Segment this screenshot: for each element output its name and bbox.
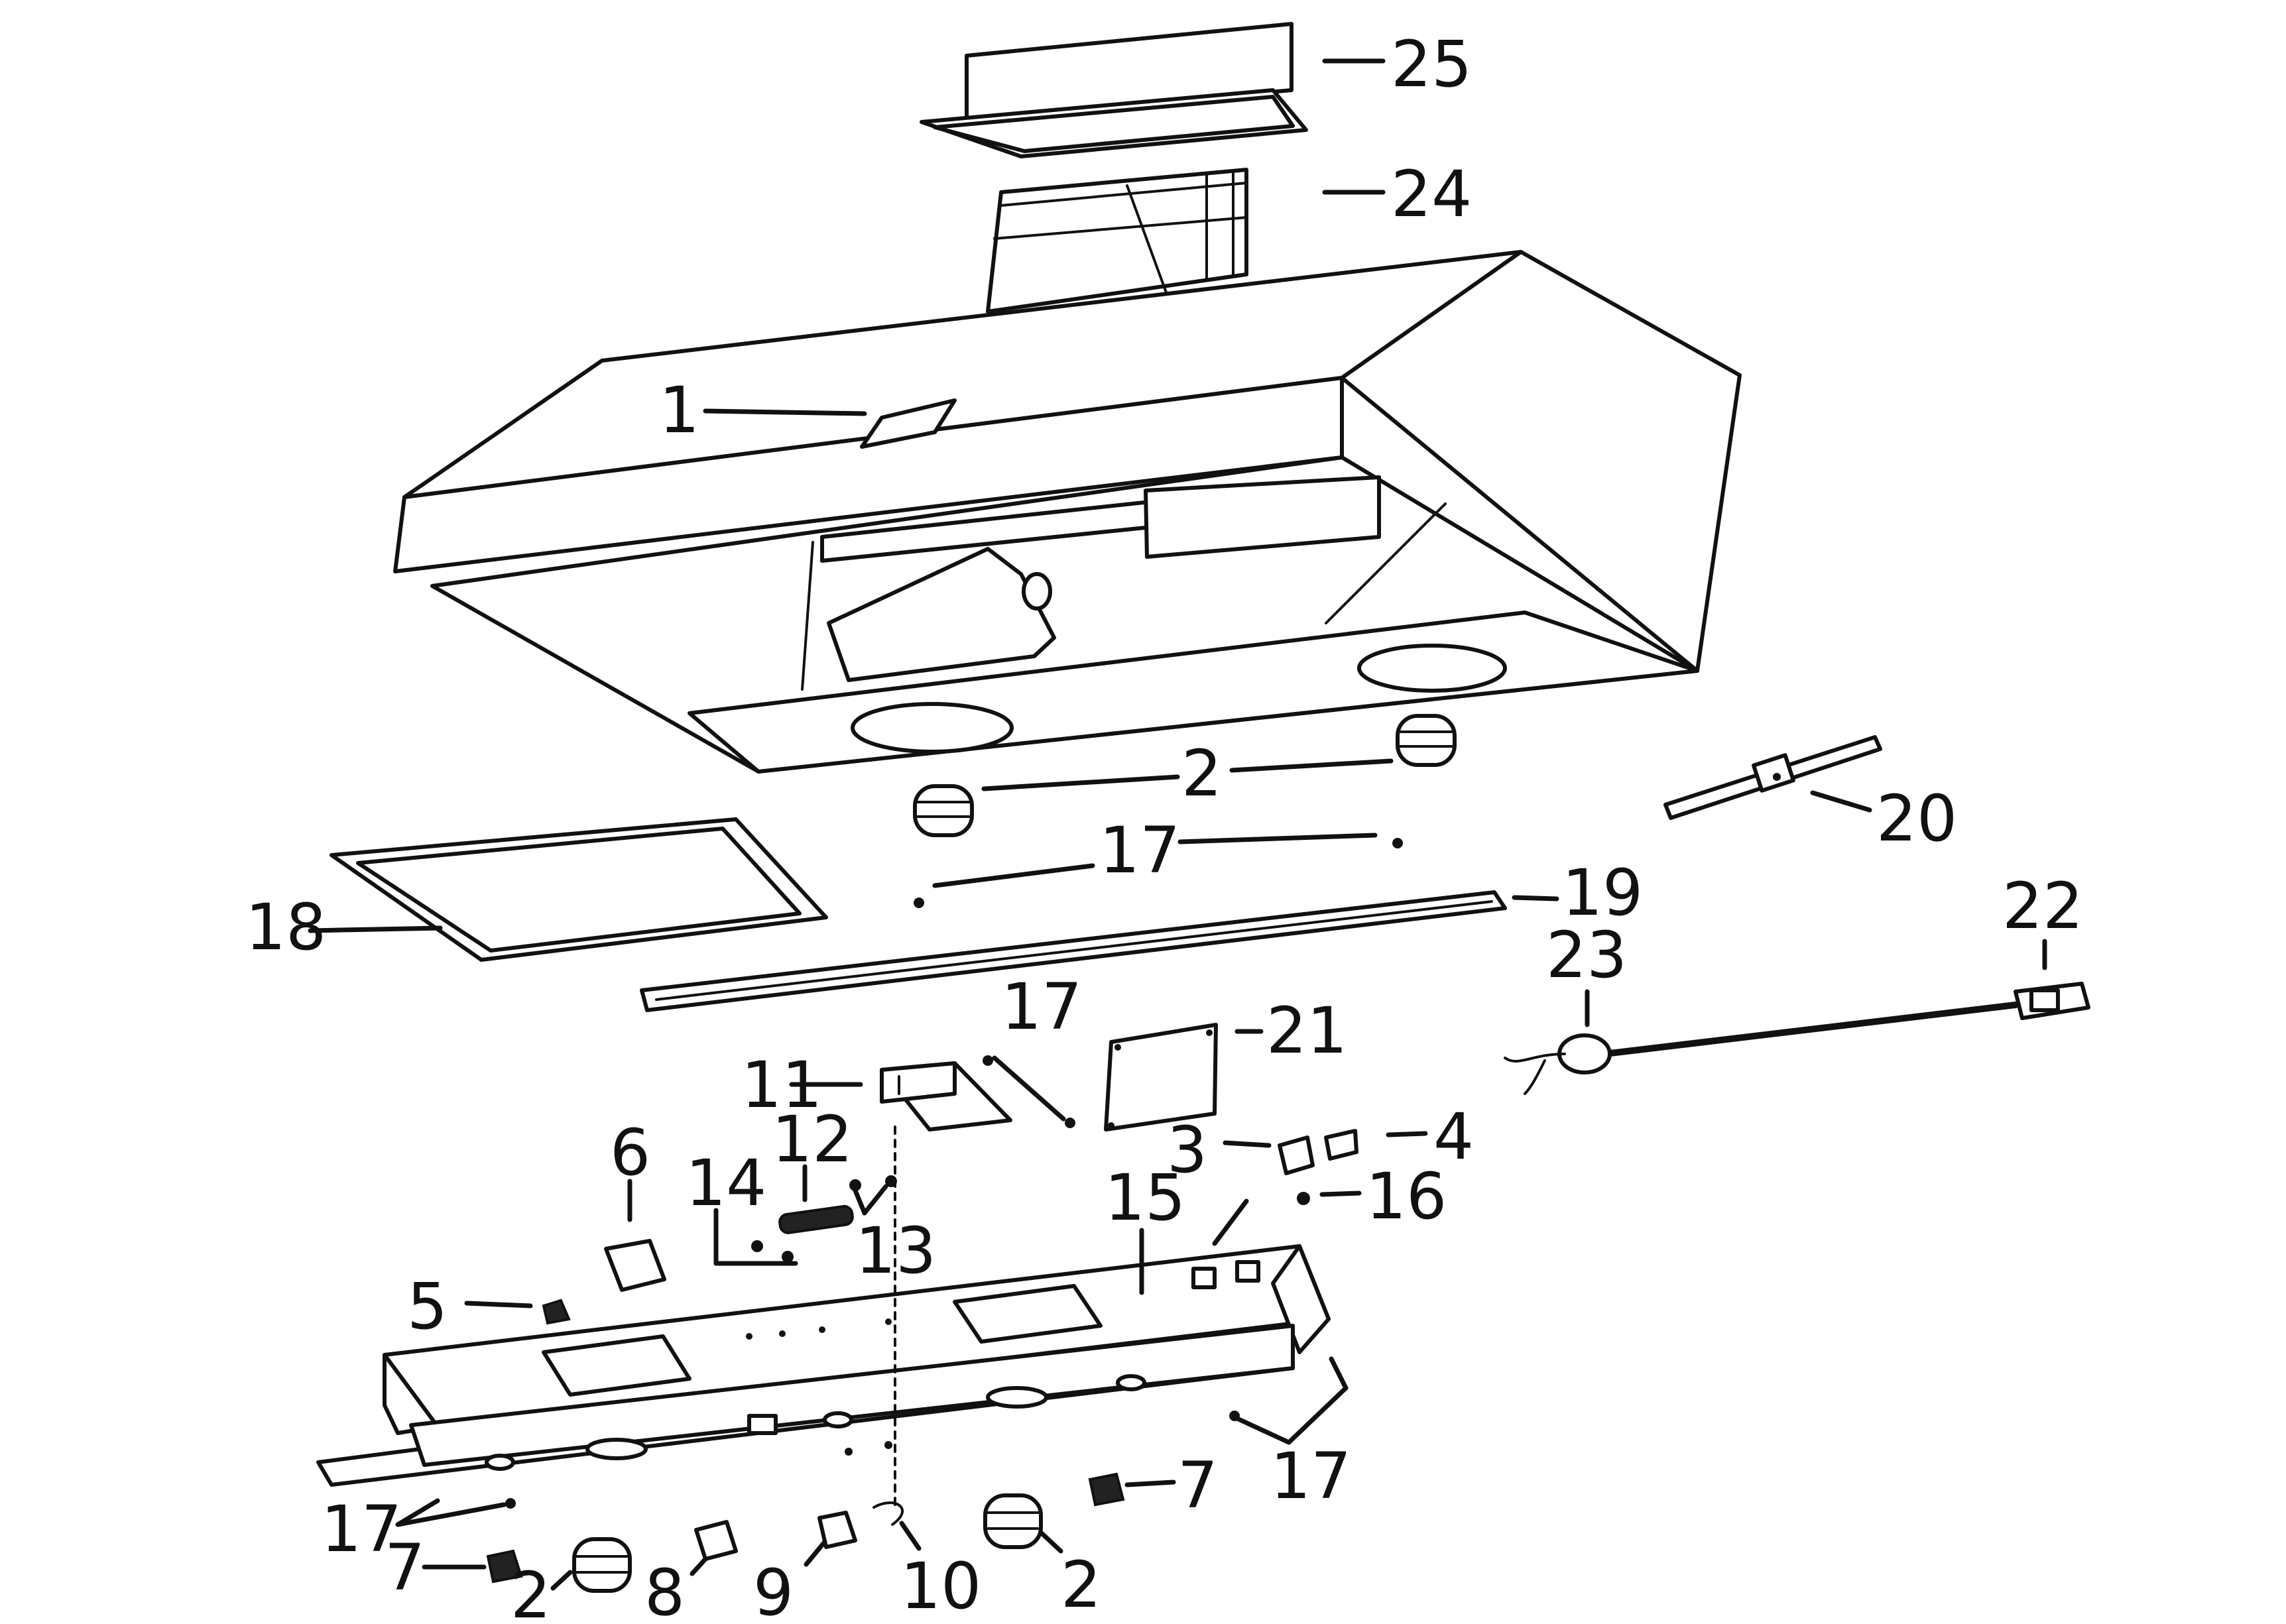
label-part-11: 11: [741, 1048, 822, 1122]
label-part-17-right: 17: [1270, 1439, 1351, 1513]
label-part-4: 4: [1433, 1100, 1474, 1174]
label-part-17-left: 17: [321, 1492, 402, 1566]
label-part-15: 15: [1105, 1161, 1185, 1235]
part-9-socket-bracket: [817, 1511, 857, 1549]
label-part-8: 8: [644, 1556, 685, 1624]
label-part-12: 12: [772, 1102, 853, 1177]
part-5-terminal: [542, 1299, 571, 1325]
part-17-screw-middle: [983, 1055, 1075, 1128]
label-part-20: 20: [1876, 782, 1957, 856]
part-23-strain-relief: [1504, 1033, 1612, 1095]
part-17-screw-upper: [914, 838, 1403, 908]
label-part-17-middle: 17: [1001, 970, 1082, 1044]
label-part-21: 21: [1266, 994, 1347, 1068]
part-16-screw: [1297, 1192, 1310, 1205]
label-part-10: 10: [900, 1549, 981, 1623]
label-part-7-left: 7: [385, 1531, 425, 1605]
label-part-14: 14: [686, 1146, 766, 1220]
part-20-mounting-bracket: [1663, 735, 1882, 820]
label-part-24: 24: [1391, 157, 1472, 231]
part-7-light-socket-right: [1088, 1472, 1125, 1507]
part-4-switch-knob: [1324, 1129, 1358, 1161]
label-part-17-upper: 17: [1099, 813, 1180, 888]
label-part-1: 1: [659, 373, 699, 447]
label-part-9: 9: [753, 1556, 794, 1624]
part-1-hood-body: [393, 250, 1742, 774]
part-2-light-bulb-upper-right: [1396, 714, 1457, 767]
part-12-terminal-block: [778, 1204, 854, 1234]
label-part-3: 3: [1167, 1113, 1207, 1187]
label-part-16: 16: [1366, 1159, 1447, 1234]
part-14-bracket: [751, 1240, 763, 1252]
label-part-13: 13: [855, 1214, 936, 1288]
part-6-wire-clip: [604, 1239, 666, 1292]
label-part-25: 25: [1391, 27, 1472, 101]
part-22-power-cord: [1601, 982, 2090, 1057]
label-part-18: 18: [245, 890, 326, 964]
label-part-19: 19: [1562, 856, 1643, 930]
part-number-labels: 25 24 1 2 17 19 18 20 22 23 21 17 11 3 4…: [245, 27, 2083, 1624]
part-2-light-bulb-lower-left: [572, 1537, 632, 1593]
part-19-filter-channel: [640, 890, 1507, 1012]
part-8-socket-bracket: [694, 1520, 738, 1561]
part-3-switch: [1278, 1135, 1315, 1175]
label-part-7-right: 7: [1177, 1448, 1218, 1523]
label-part-22: 22: [2002, 869, 2083, 943]
label-part-5: 5: [407, 1269, 448, 1344]
part-7-light-socket-left: [486, 1549, 523, 1584]
bottom-panel-assembly: [316, 1244, 1331, 1487]
label-part-2-upper: 2: [1181, 736, 1222, 811]
part-24-damper-assembly: [986, 168, 1248, 314]
part-11-junction-box: [880, 1061, 1012, 1131]
label-part-2-lower-right: 2: [1061, 1548, 1101, 1622]
label-part-2-lower-left: 2: [511, 1558, 551, 1624]
part-18-grease-filter: [330, 817, 828, 962]
part-2-light-bulb-upper-left: [913, 784, 974, 837]
part-2-light-bulb-lower-right: [983, 1493, 1043, 1549]
leader-lines: [308, 58, 2047, 1591]
part-21-cover-plate: [1104, 1023, 1218, 1131]
label-part-23: 23: [1546, 918, 1627, 992]
part-25-duct-connector: [920, 22, 1308, 158]
label-part-6: 6: [610, 1116, 650, 1190]
part-10-spring-clip: [872, 1126, 904, 1526]
